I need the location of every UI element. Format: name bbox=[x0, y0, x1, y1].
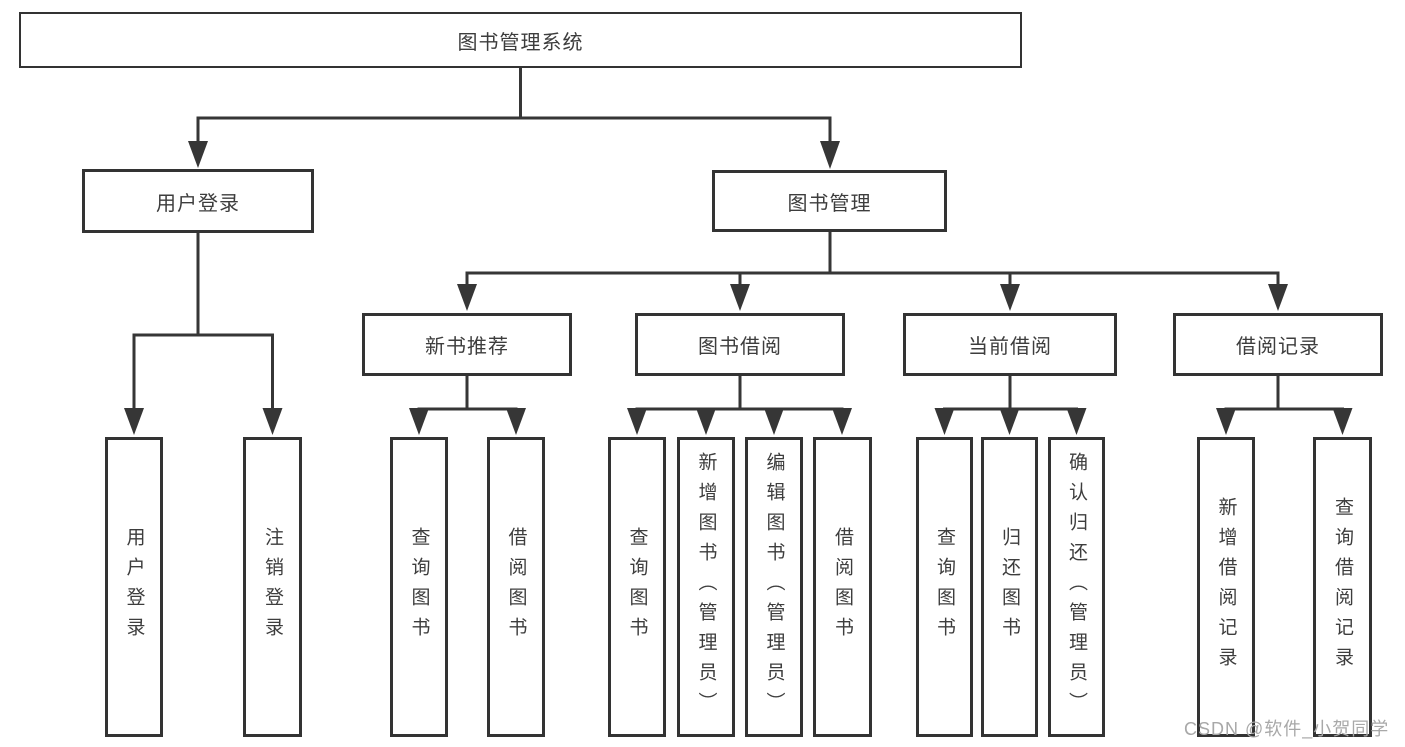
leaf-user-login: 用户登录 bbox=[105, 437, 163, 737]
node-user-login: 用户登录 bbox=[82, 169, 314, 233]
node-book-borrow-label: 图书借阅 bbox=[698, 336, 782, 358]
leaf-borrow-books-recommend-label: 借阅图书 bbox=[505, 527, 527, 647]
leaf-add-borrow-record-label: 新增借阅记录 bbox=[1215, 497, 1237, 677]
leaf-query-books-recommend: 查询图书 bbox=[390, 437, 448, 737]
node-root-label: 图书管理系统 bbox=[457, 31, 584, 54]
leaf-return-books: 归还图书 bbox=[981, 437, 1038, 737]
node-root: 图书管理系统 bbox=[19, 12, 1022, 68]
leaf-borrow-books-borrow: 借阅图书 bbox=[813, 437, 872, 737]
leaf-query-books-current-label: 查询图书 bbox=[934, 527, 955, 647]
leaf-add-borrow-record: 新增借阅记录 bbox=[1197, 437, 1255, 737]
leaf-query-borrow-record: 查询借阅记录 bbox=[1313, 437, 1372, 737]
node-user-login-label: 用户登录 bbox=[156, 192, 240, 215]
leaf-query-books-recommend-label: 查询图书 bbox=[408, 527, 430, 647]
leaf-edit-book-admin-label: 编辑图书（管理员） bbox=[763, 452, 785, 722]
leaf-query-borrow-record-label: 查询借阅记录 bbox=[1332, 497, 1353, 677]
leaf-confirm-return-admin-label: 确认归还（管理员） bbox=[1066, 452, 1087, 722]
leaf-logout-label: 注销登录 bbox=[262, 527, 283, 647]
leaf-query-books-borrow: 查询图书 bbox=[608, 437, 666, 737]
leaf-query-books-borrow-label: 查询图书 bbox=[626, 527, 648, 647]
leaf-user-login-label: 用户登录 bbox=[123, 527, 145, 647]
node-book-borrow: 图书借阅 bbox=[635, 313, 845, 376]
leaf-borrow-books-recommend: 借阅图书 bbox=[487, 437, 545, 737]
leaf-logout: 注销登录 bbox=[243, 437, 302, 737]
leaf-query-books-current: 查询图书 bbox=[916, 437, 973, 737]
node-new-book-recommend-label: 新书推荐 bbox=[425, 336, 509, 358]
node-book-management: 图书管理 bbox=[712, 170, 947, 232]
csdn-watermark: CSDN @软件_小贺同学 bbox=[1184, 719, 1390, 739]
leaf-borrow-books-borrow-label: 借阅图书 bbox=[832, 527, 853, 647]
node-borrow-records-label: 借阅记录 bbox=[1236, 336, 1320, 358]
leaf-confirm-return-admin: 确认归还（管理员） bbox=[1048, 437, 1105, 737]
node-new-book-recommend: 新书推荐 bbox=[362, 313, 572, 376]
leaf-add-book-admin: 新增图书（管理员） bbox=[677, 437, 735, 737]
leaf-return-books-label: 归还图书 bbox=[999, 527, 1020, 647]
leaf-edit-book-admin: 编辑图书（管理员） bbox=[745, 437, 803, 737]
node-current-borrow: 当前借阅 bbox=[903, 313, 1117, 376]
leaf-add-book-admin-label: 新增图书（管理员） bbox=[695, 452, 717, 722]
arrowheads bbox=[124, 141, 1353, 435]
node-borrow-records: 借阅记录 bbox=[1173, 313, 1383, 376]
node-current-borrow-label: 当前借阅 bbox=[968, 336, 1052, 358]
node-book-management-label: 图书管理 bbox=[787, 192, 872, 215]
